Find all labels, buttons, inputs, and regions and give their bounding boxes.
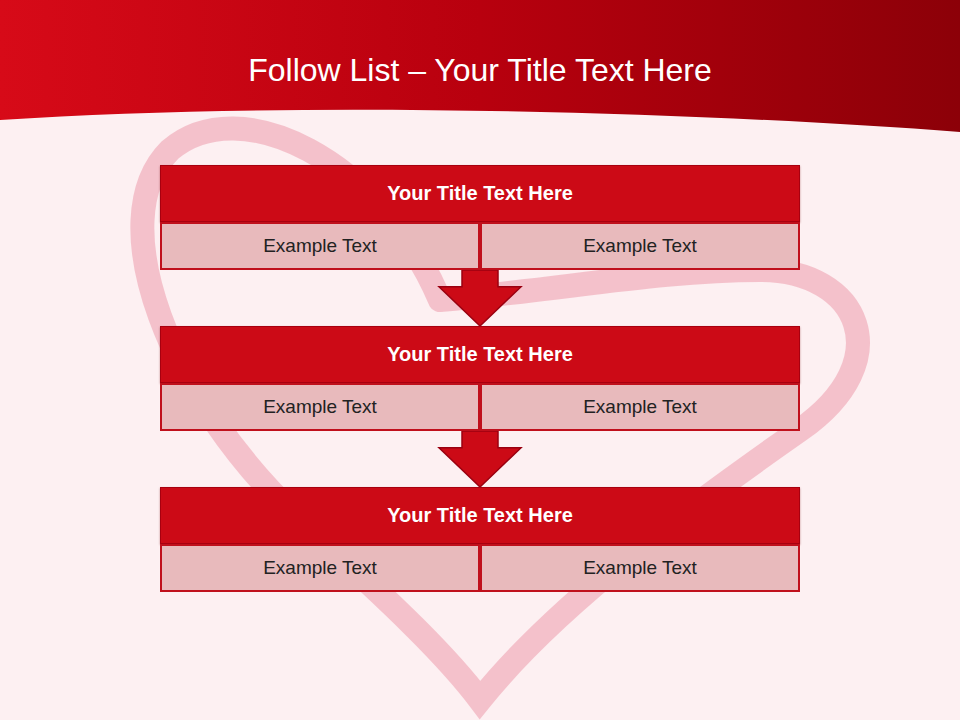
- step-title: Your Title Text Here: [160, 165, 800, 222]
- cell-text: Example Text: [255, 553, 385, 583]
- list-step: Your Title Text HereExample Text Example …: [160, 165, 800, 270]
- step-title: Your Title Text Here: [160, 487, 800, 544]
- cell-text: Example Text: [255, 231, 385, 261]
- step-title: Your Title Text Here: [160, 326, 800, 383]
- cell-text: Example Text: [575, 553, 705, 583]
- block-arrow: [439, 431, 521, 487]
- cell-text: Example Text: [575, 392, 705, 422]
- example-cell: Example Text: [480, 222, 800, 270]
- header-band: [0, 0, 960, 132]
- list-step: Your Title Text HereExample Text Example …: [160, 326, 800, 431]
- cell-text: Example Text: [255, 392, 385, 422]
- slide-title: Follow List – Your Title Text Here: [0, 52, 960, 89]
- list-step: Your Title Text HereExample Text Example …: [160, 487, 800, 592]
- block-arrow: [439, 270, 521, 326]
- example-cell: Example Text: [160, 383, 480, 431]
- example-cell: Example Text: [480, 383, 800, 431]
- example-cell: Example Text: [160, 222, 480, 270]
- heart-illustration: [142, 128, 858, 700]
- example-cell: Example Text: [160, 544, 480, 592]
- cell-text: Example Text: [575, 231, 705, 261]
- example-cell: Example Text: [480, 544, 800, 592]
